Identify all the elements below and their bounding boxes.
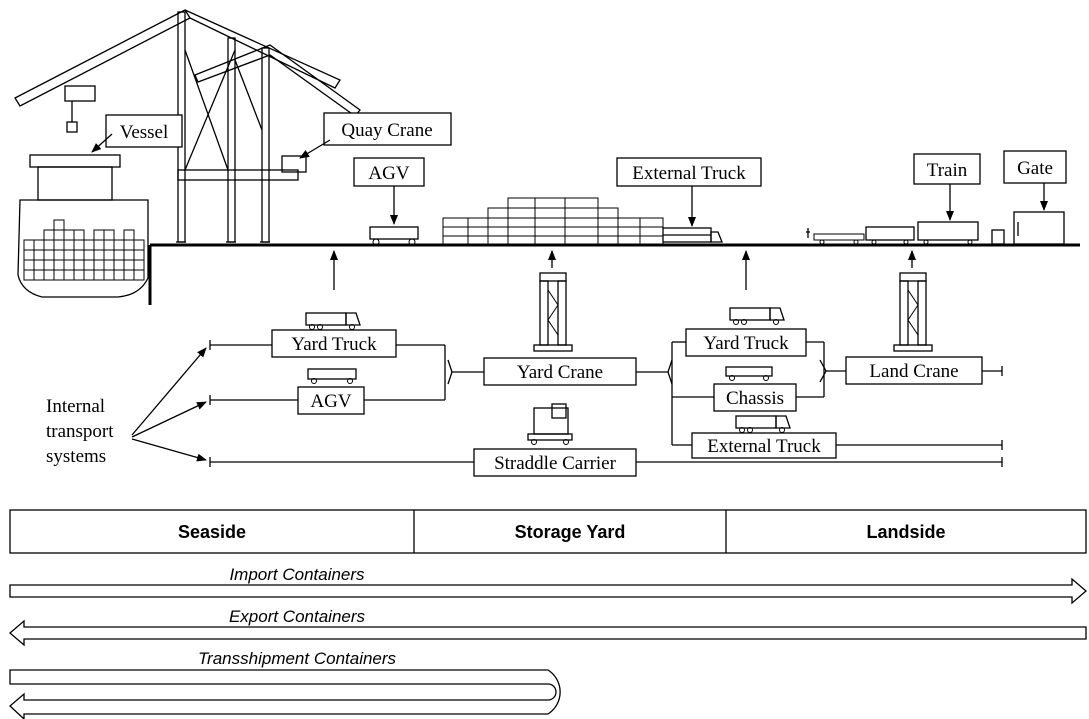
yard-truck-left-box: Yard Truck	[271, 329, 397, 358]
vessel-icon	[17, 154, 149, 298]
land-crane-label: Land Crane	[869, 361, 958, 382]
export-flow: Export Containers	[9, 607, 1087, 647]
yard-truck-left-label: Yard Truck	[291, 334, 377, 355]
import-label: Import Containers	[229, 565, 365, 584]
external-truck-right-label: External Truck	[707, 436, 821, 457]
external-truck-top-label: External Truck	[632, 163, 746, 184]
agv-left-label: AGV	[310, 391, 351, 412]
external-truck-top-label-group: External Truck	[616, 157, 762, 227]
quay-ground	[148, 243, 1080, 305]
internal-line3: systems	[46, 446, 106, 467]
agv-top-label-group: AGV	[353, 157, 425, 225]
zone-landside: Landside	[866, 522, 945, 542]
zone-storage-yard: Storage Yard	[515, 522, 626, 542]
transshipment-flow: Transshipment Containers	[9, 649, 561, 719]
external-truck-right-box: External Truck	[691, 432, 837, 459]
yard-truck-icon	[305, 312, 361, 330]
quay-crane-label: Quay Crane	[341, 120, 432, 141]
gate-icon	[991, 211, 1065, 245]
straddle-carrier-label: Straddle Carrier	[494, 453, 617, 474]
agv-icon	[307, 368, 357, 384]
straddle-carrier-icon	[527, 403, 573, 445]
internal-line1: Internal	[46, 396, 105, 417]
yard-truck-right-label: Yard Truck	[703, 333, 789, 354]
import-flow: Import Containers	[9, 565, 1087, 605]
yard-crane-box: Yard Crane	[483, 357, 637, 386]
internal-line2: transport	[46, 421, 114, 442]
agv-top-label: AGV	[368, 163, 409, 184]
agv-vehicle-icon	[369, 226, 419, 246]
zone-seaside: Seaside	[178, 522, 246, 542]
agv-left-box: AGV	[297, 386, 365, 415]
external-truck-right-icon	[735, 415, 791, 433]
connection-lines	[131, 340, 1003, 467]
quay-crane-icon	[14, 9, 361, 243]
transshipment-label: Transshipment Containers	[198, 649, 397, 668]
internal-transport-label: Internal transport systems	[46, 396, 114, 467]
yard-container-stacks	[442, 197, 664, 246]
vessel-label: Vessel	[120, 122, 169, 143]
vessel-label-group: Vessel	[91, 114, 183, 153]
upward-arrows	[330, 250, 916, 290]
vessel-containers	[23, 219, 145, 281]
train-label: Train	[927, 160, 968, 181]
external-truck-vehicle-icon	[662, 227, 723, 243]
yard-truck-right-box: Yard Truck	[685, 328, 807, 357]
chassis-box: Chassis	[713, 383, 797, 412]
land-crane-icon	[893, 272, 933, 352]
gate-label: Gate	[1017, 158, 1053, 179]
yard-crane-icon	[533, 272, 573, 352]
chassis-icon	[725, 366, 773, 381]
straddle-carrier-box: Straddle Carrier	[473, 448, 637, 477]
train-icon	[806, 221, 979, 245]
chassis-label: Chassis	[726, 388, 784, 409]
yard-crane-label: Yard Crane	[517, 362, 603, 383]
quay-crane-label-group: Quay Crane	[299, 112, 452, 159]
zone-table: Seaside Storage Yard Landside	[9, 509, 1087, 554]
land-crane-box: Land Crane	[845, 356, 983, 385]
export-label: Export Containers	[229, 607, 366, 626]
yard-truck-right-icon	[729, 307, 785, 325]
train-label-group: Train	[913, 153, 981, 221]
gate-label-group: Gate	[1003, 150, 1067, 211]
